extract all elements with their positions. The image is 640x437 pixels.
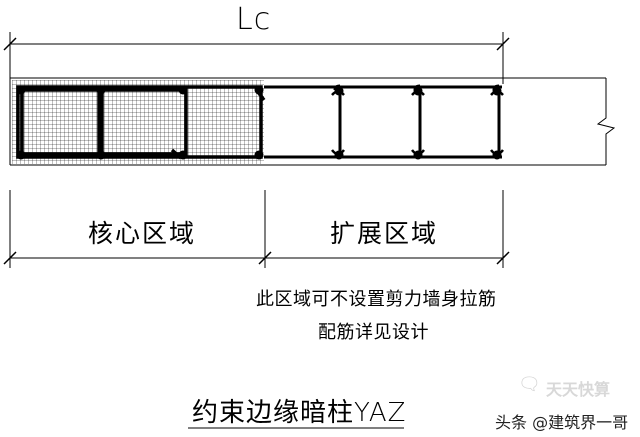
- extension-stirrups: [264, 84, 502, 159]
- extension-region-label: 扩展区域: [330, 219, 439, 248]
- lc-dimension-label: Lc: [236, 2, 272, 37]
- extension-tie-hooks: [331, 90, 504, 156]
- note-line-1: 此区域可不设置剪力墙身拉筋: [256, 289, 497, 310]
- note-line-2: 配筋详见设计: [318, 322, 429, 343]
- top-dimension: [3, 32, 510, 84]
- watermark-top: 天天快算: [546, 380, 611, 399]
- wall-outline: [9, 77, 616, 166]
- core-stirrups: [16, 85, 266, 160]
- core-region-label: 核心区域: [88, 219, 197, 248]
- bottom-dimension: [3, 190, 510, 268]
- extension-bars: [334, 86, 502, 160]
- wechat-icon: 🗨: [518, 374, 541, 395]
- watermark-bottom: 头条 @建筑界一哥: [495, 413, 629, 432]
- diagram-title: 约束边缘暗柱YAZ: [192, 398, 407, 428]
- core-hatch: [12, 80, 264, 164]
- core-bars: [16, 85, 264, 160]
